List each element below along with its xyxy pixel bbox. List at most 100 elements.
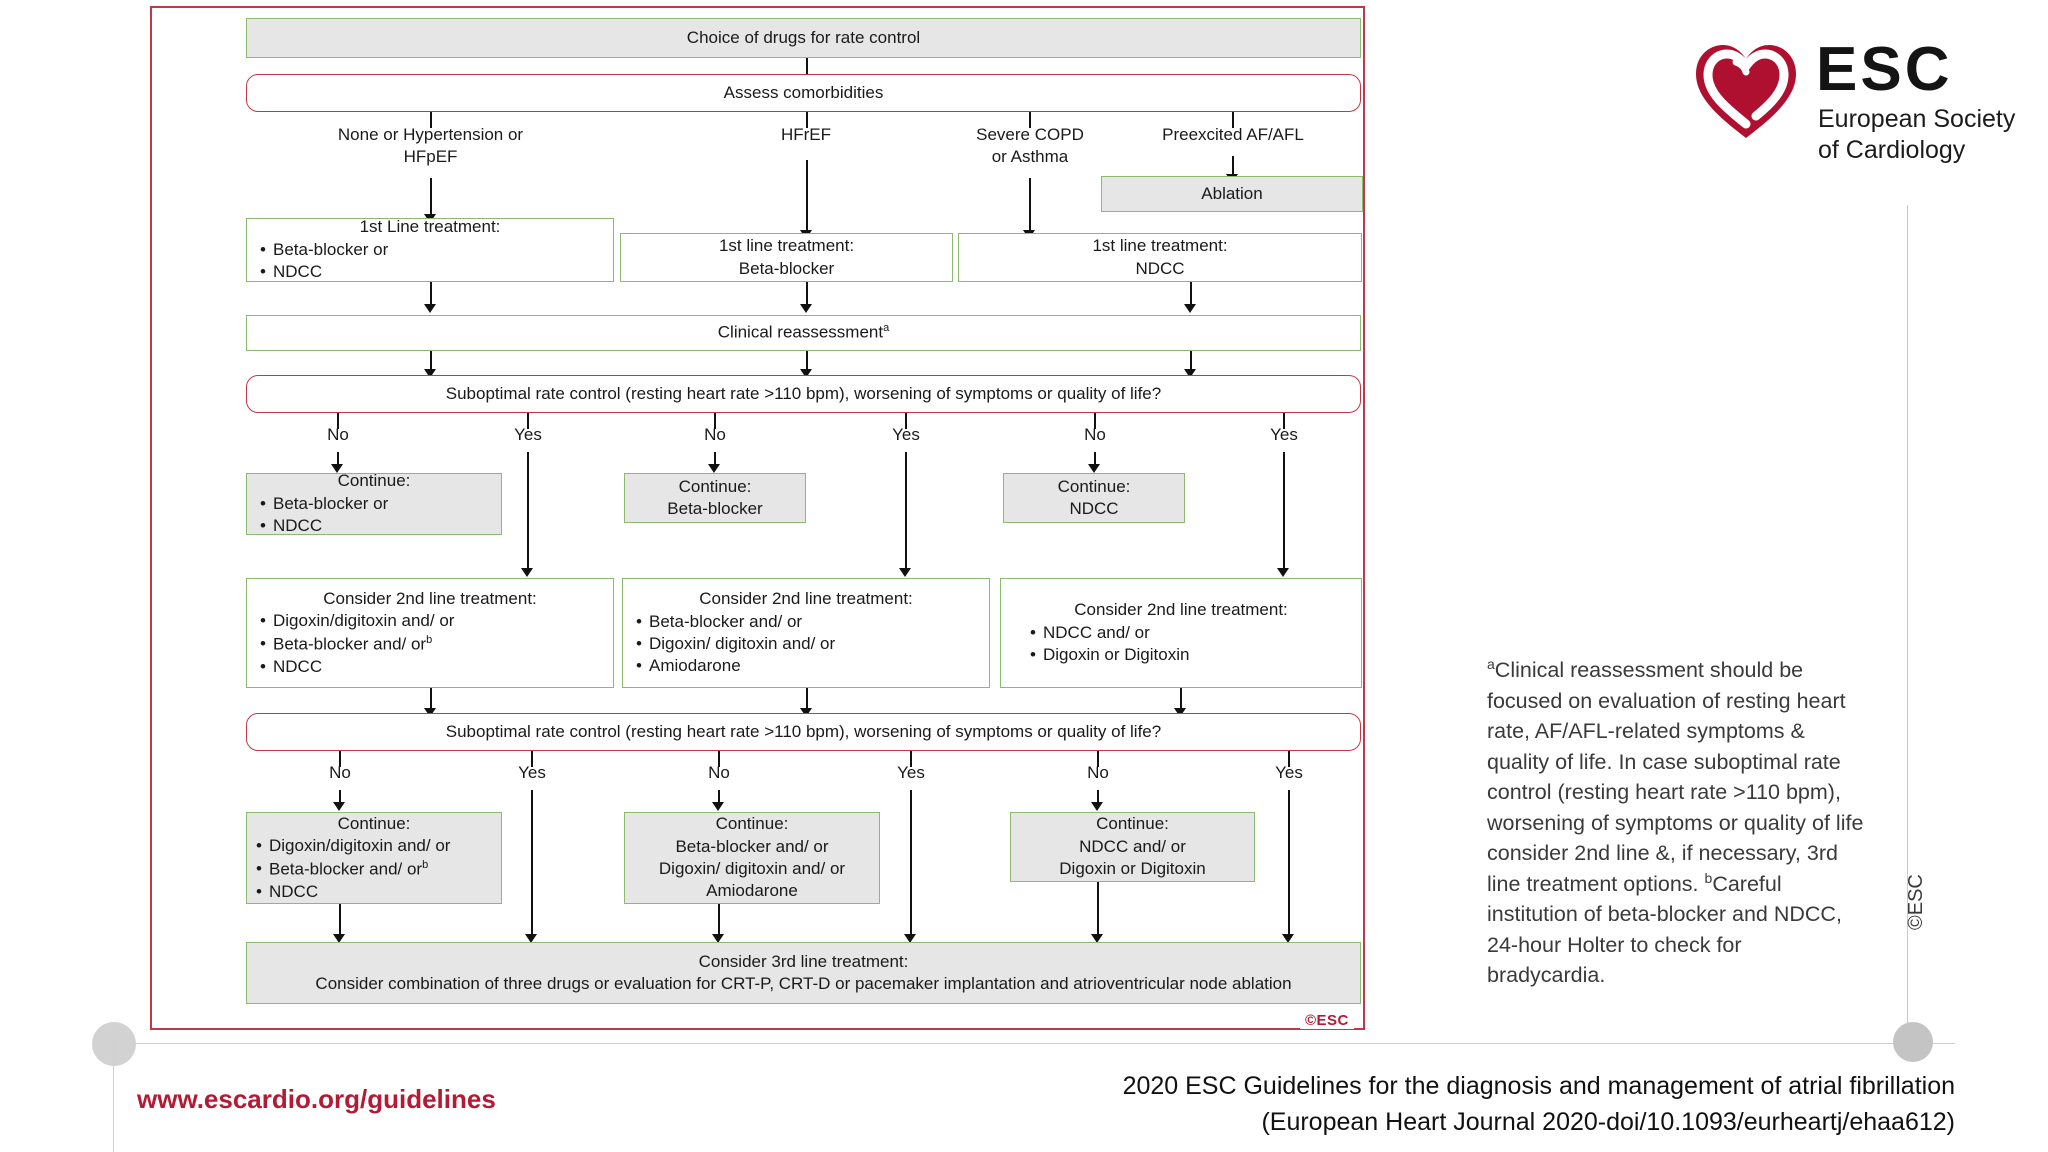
arrow-head (1174, 708, 1186, 717)
branch-answer-yes-4: Yes (518, 763, 546, 782)
chart-copyright: ©ESC (1300, 1012, 1354, 1029)
connector (1283, 413, 1285, 429)
connector (1094, 413, 1096, 429)
node-ablation: Ablation (1101, 176, 1363, 212)
connector (339, 790, 341, 804)
connector (718, 790, 720, 804)
connector (339, 904, 341, 936)
connector (1190, 351, 1192, 371)
copyright-vertical: ©ESC (1905, 874, 1927, 930)
arrow-head (424, 708, 436, 717)
connector (337, 413, 339, 429)
list-item: Beta-blocker and/ orb (260, 633, 639, 656)
connector (806, 688, 808, 710)
connector (1232, 112, 1234, 128)
node-continue-1: Continue: Beta-blocker or NDCC (246, 471, 502, 538)
list-item: Digoxin or Digitoxin (1030, 644, 1403, 667)
connector (910, 790, 912, 936)
footnote-marker-a: a (1487, 656, 1495, 672)
branch-answer-yes-5: Yes (897, 763, 925, 782)
node-choice-of-drugs: Choice of drugs for rate control (246, 18, 1361, 58)
connector (527, 413, 529, 429)
connector (1232, 156, 1234, 176)
connector (806, 112, 808, 128)
branch-answer-yes-1: Yes (514, 425, 542, 444)
node-second-line-3: Consider 2nd line treatment: NDCC and/ o… (1000, 578, 1362, 688)
decision-suboptimal-rate-control-1: Suboptimal rate control (resting heart r… (246, 375, 1361, 413)
arrow-head (1277, 568, 1289, 577)
footnote-marker-b: b (422, 858, 429, 871)
footer-vertical-rule (113, 1043, 114, 1152)
connector (339, 751, 341, 767)
list-item: Digoxin/digitoxin and/ or (260, 610, 639, 633)
list-item: Beta-blocker and/ or (636, 611, 1015, 634)
list-item: Beta-blocker or (260, 493, 527, 516)
connector (905, 452, 907, 570)
esc-logo: ESC European Society of Cardiology (1690, 35, 2020, 188)
connector (1288, 751, 1290, 767)
branch-answer-yes-3: Yes (1270, 425, 1298, 444)
connector (714, 452, 716, 466)
branch-label-hfref: HFrEF (780, 125, 832, 144)
arrow-head (800, 304, 812, 313)
esc-wordmark: ESC (1816, 35, 1953, 104)
esc-subtitle: European Society of Cardiology (1818, 104, 2015, 165)
list-item: Digoxin/digitoxin and/ or (256, 835, 523, 858)
decorative-dot-left (92, 1022, 136, 1066)
connector (531, 790, 533, 936)
connector (1283, 452, 1285, 570)
footnote-marker-a: a (883, 322, 890, 335)
node-clinical-reassessment: Clinical reassessmenta (246, 315, 1361, 351)
footnote-marker-b: b (426, 633, 433, 646)
decision-suboptimal-rate-control-2: Suboptimal rate control (resting heart r… (246, 713, 1361, 751)
node-first-line-1: 1st Line treatment: Beta-blocker or NDCC (246, 217, 614, 284)
list-item: Digoxin/ digitoxin and/ or (636, 633, 1015, 656)
node-continue-5: Continue: Beta-blocker and/ or Digoxin/ … (624, 812, 880, 904)
list-item: NDCC and/ or (1030, 622, 1403, 645)
connector (1097, 882, 1099, 936)
node-third-line: Consider 3rd line treatment: Consider co… (246, 942, 1361, 1004)
connector (1180, 688, 1182, 710)
list-item: NDCC (260, 261, 639, 284)
connector (531, 751, 533, 767)
node-first-line-2: 1st line treatment: Beta-blocker (620, 233, 953, 282)
list-item: NDCC (256, 881, 523, 904)
connector (430, 178, 432, 216)
connector (905, 413, 907, 429)
branch-answer-no-6: No (1087, 763, 1109, 782)
node-assess-comorbidities: Assess comorbidities (246, 74, 1361, 112)
connector (430, 351, 432, 371)
connector (430, 688, 432, 710)
arrow-head (708, 464, 720, 473)
arrow-head (800, 708, 812, 717)
connector (806, 351, 808, 371)
node-second-line-1: Consider 2nd line treatment: Digoxin/dig… (246, 578, 614, 688)
list-item: Beta-blocker and/ orb (256, 858, 523, 881)
esc-heart-icon (1690, 38, 1802, 142)
footnote-text-b: Careful institution of beta-blocker and … (1487, 871, 1842, 988)
connector (430, 282, 432, 306)
arrow-head (1184, 369, 1196, 378)
node-second-line-2: Consider 2nd line treatment: Beta-blocke… (622, 578, 990, 688)
connector (1097, 790, 1099, 804)
connector (806, 58, 808, 80)
connector (718, 904, 720, 936)
node-continue-2: Continue: Beta-blocker (624, 473, 806, 523)
branch-answer-no-4: No (329, 763, 351, 782)
footer-divider (110, 1043, 1955, 1044)
arrow-head (1091, 934, 1103, 943)
arrow-head (333, 934, 345, 943)
arrow-head (712, 934, 724, 943)
connector (337, 452, 339, 466)
list-item: NDCC (260, 656, 639, 679)
esc-subtitle-line1: European Society (1818, 105, 2016, 133)
arrow-head (712, 802, 724, 811)
citation-line1: 2020 ESC Guidelines for the diagnosis an… (1122, 1072, 1955, 1100)
connector (1288, 790, 1290, 936)
arrow-head (1184, 304, 1196, 313)
guidelines-url[interactable]: www.escardio.org/guidelines (137, 1084, 496, 1114)
arrow-head (904, 934, 916, 943)
branch-answer-no-1: No (327, 425, 349, 444)
connector (714, 413, 716, 429)
